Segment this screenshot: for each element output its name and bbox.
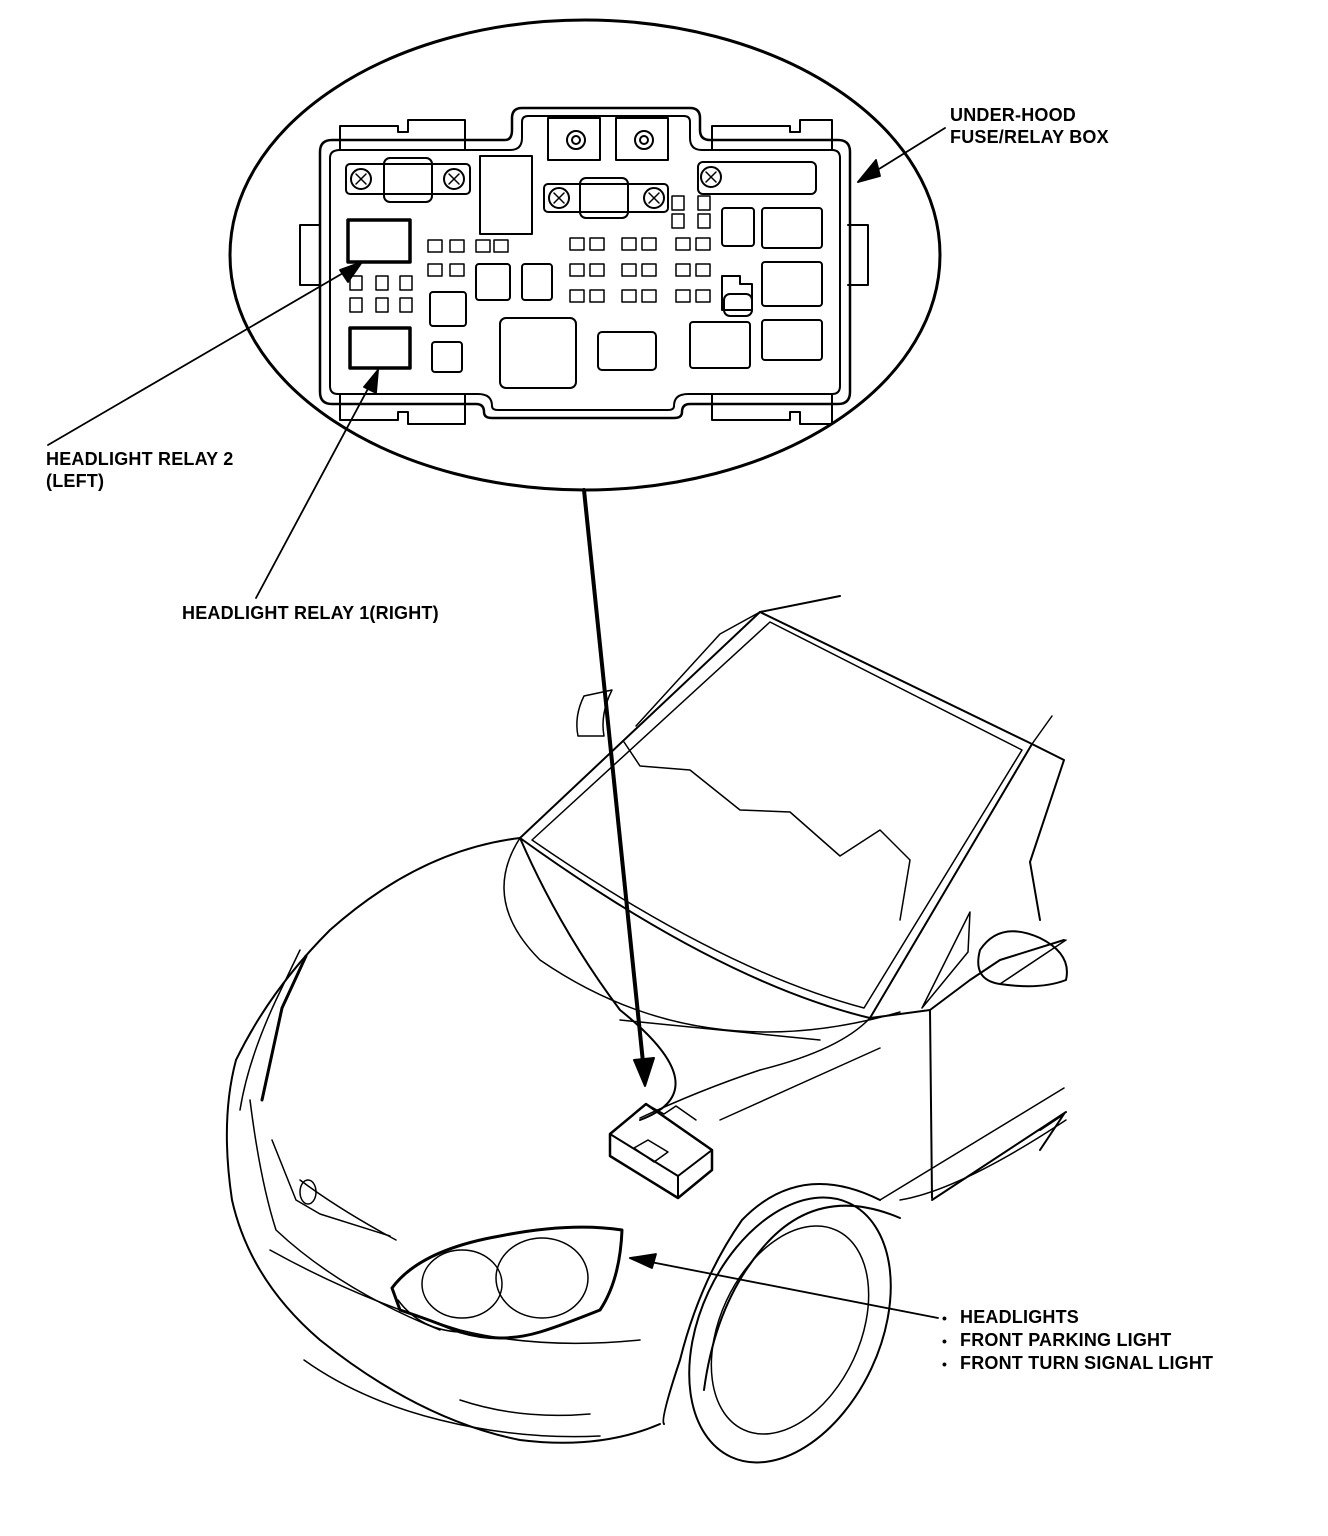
fuse-relay-box <box>299 106 869 425</box>
location-arrow <box>582 488 655 1087</box>
lights-item-turn-signal: FRONT TURN SIGNAL LIGHT <box>942 1352 1213 1375</box>
car-illustration <box>225 595 1068 1464</box>
fuse-box-label: UNDER-HOOD FUSE/RELAY BOX <box>950 104 1109 148</box>
detail-ellipse <box>228 18 942 492</box>
headlight-relay-1-box <box>348 326 412 370</box>
fuse-box-label-line2: FUSE/RELAY BOX <box>950 127 1109 147</box>
lights-item-parking: FRONT PARKING LIGHT <box>942 1329 1213 1352</box>
lights-label-list: HEADLIGHTS FRONT PARKING LIGHT FRONT TUR… <box>942 1306 1213 1375</box>
lights-item-headlights: HEADLIGHTS <box>942 1306 1213 1329</box>
headlight-relay-2-box <box>346 218 412 264</box>
fuse-box-label-line1: UNDER-HOOD <box>950 105 1076 125</box>
relay-2-label-line2: (LEFT) <box>46 471 105 491</box>
relay-2-label: HEADLIGHT RELAY 2 (LEFT) <box>46 448 233 492</box>
relay-2-label-line1: HEADLIGHT RELAY 2 <box>46 449 234 469</box>
relay-1-label: HEADLIGHT RELAY 1(RIGHT) <box>182 603 439 623</box>
headlight-assembly <box>390 1225 624 1340</box>
leader-lines <box>47 127 946 1319</box>
